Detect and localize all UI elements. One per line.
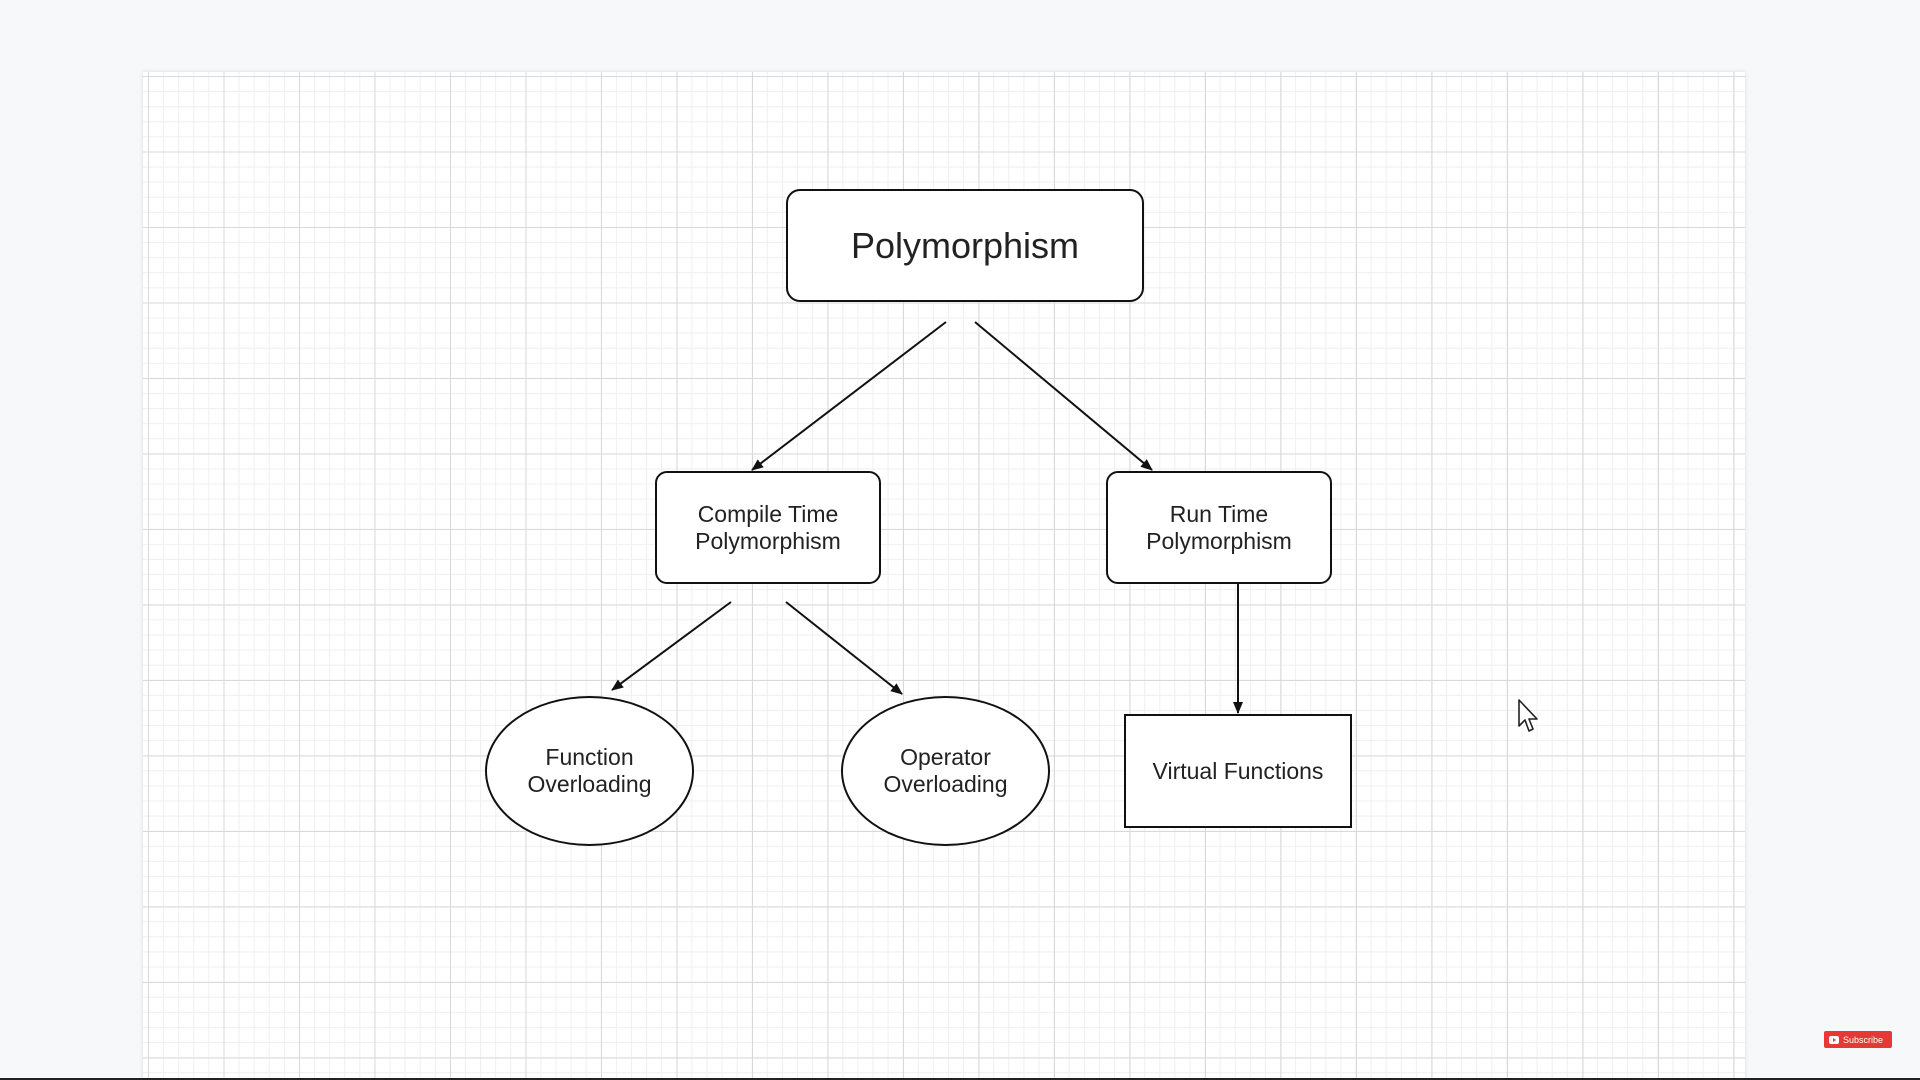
node-virtual-functions-label: Virtual Functions xyxy=(1152,757,1324,784)
node-compile-time-polymorphism[interactable]: Compile Time Polymorphism xyxy=(655,471,881,584)
node-function-overloading[interactable]: Function Overloading xyxy=(485,696,694,846)
node-run-time-polymorphism[interactable]: Run Time Polymorphism xyxy=(1106,471,1332,584)
node-operator-overloading[interactable]: Operator Overloading xyxy=(841,696,1050,846)
subscribe-label: Subscribe xyxy=(1843,1034,1884,1045)
youtube-play-icon xyxy=(1829,1035,1839,1044)
node-compile-time-label: Compile Time Polymorphism xyxy=(695,500,841,554)
mouse-pointer-icon xyxy=(1518,699,1538,732)
node-function-overloading-label: Function Overloading xyxy=(527,744,652,797)
node-polymorphism[interactable]: Polymorphism xyxy=(786,189,1144,302)
node-polymorphism-label: Polymorphism xyxy=(850,224,1080,266)
subscribe-button[interactable]: Subscribe xyxy=(1824,1031,1892,1048)
node-run-time-label: Run Time Polymorphism xyxy=(1146,500,1292,554)
bottom-border xyxy=(0,1078,1920,1080)
node-operator-overloading-label: Operator Overloading xyxy=(883,744,1008,797)
node-virtual-functions[interactable]: Virtual Functions xyxy=(1124,714,1352,828)
